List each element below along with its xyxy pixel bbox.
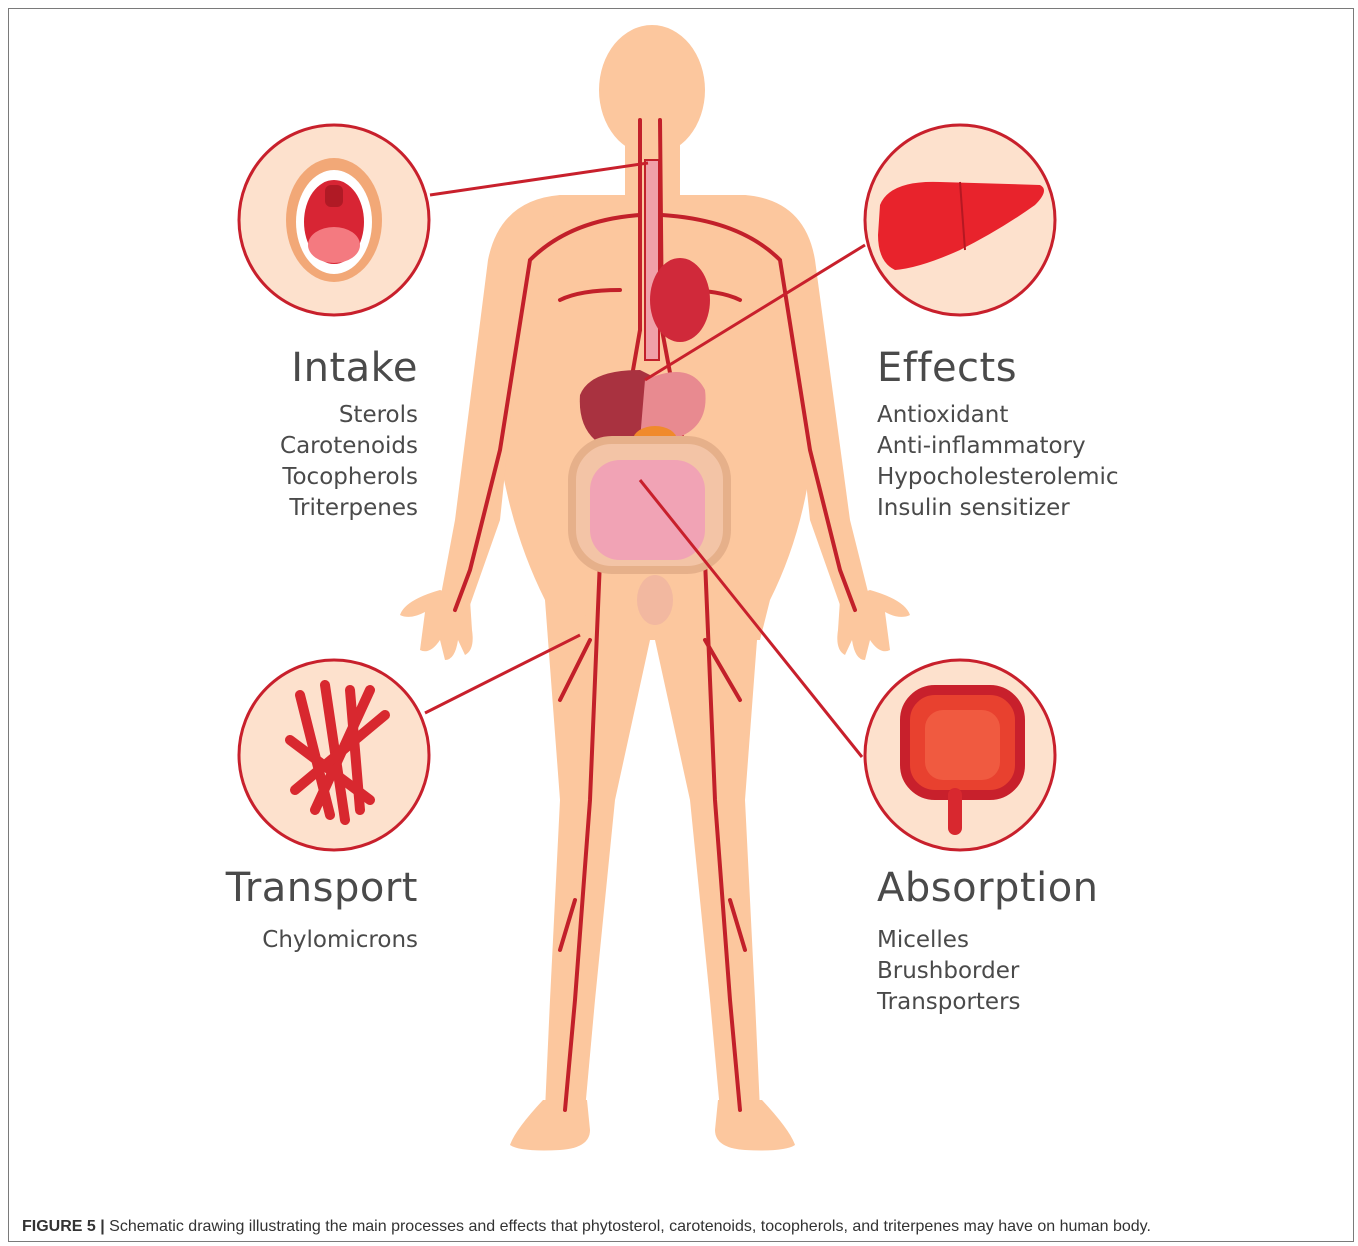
- liver-icon: [865, 125, 1055, 315]
- intake-item: Sterols: [168, 400, 418, 431]
- heart: [650, 258, 710, 342]
- caption-text: Schematic drawing illustrating the main …: [105, 1218, 1151, 1235]
- effects-item: Anti-inflammatory: [877, 431, 1177, 462]
- connector-intake: [430, 163, 648, 195]
- absorption-list: Micelles Brushborder Transporters: [877, 925, 1177, 1018]
- transport-list: Chylomicrons: [168, 925, 418, 956]
- intake-heading: Intake: [168, 345, 418, 391]
- figure-caption: FIGURE 5 | Schematic drawing illustratin…: [22, 1218, 1342, 1236]
- small-intestine: [590, 460, 705, 560]
- transport-item: Chylomicrons: [168, 925, 418, 956]
- mouth-icon: [239, 125, 429, 315]
- absorption-item: Brushborder: [877, 956, 1177, 987]
- absorption-item: Transporters: [877, 987, 1177, 1018]
- effects-list: Antioxidant Anti-inflammatory Hypocholes…: [877, 400, 1177, 524]
- caption-label: FIGURE 5 |: [22, 1218, 105, 1235]
- effects-item: Hypocholesterolemic: [877, 462, 1177, 493]
- bladder: [637, 575, 673, 625]
- intake-list: Sterols Carotenoids Tocopherols Triterpe…: [168, 400, 418, 524]
- intake-item: Carotenoids: [168, 431, 418, 462]
- intestine-icon: [865, 660, 1055, 850]
- transport-heading: Transport: [168, 865, 418, 911]
- intake-item: Tocopherols: [168, 462, 418, 493]
- blood-vessels-icon: [239, 660, 429, 850]
- esophagus: [645, 160, 659, 360]
- effects-item: Insulin sensitizer: [877, 493, 1177, 524]
- intake-item: Triterpenes: [168, 493, 418, 524]
- effects-item: Antioxidant: [877, 400, 1177, 431]
- absorption-heading: Absorption: [877, 865, 1177, 911]
- effects-heading: Effects: [877, 345, 1177, 391]
- absorption-item: Micelles: [877, 925, 1177, 956]
